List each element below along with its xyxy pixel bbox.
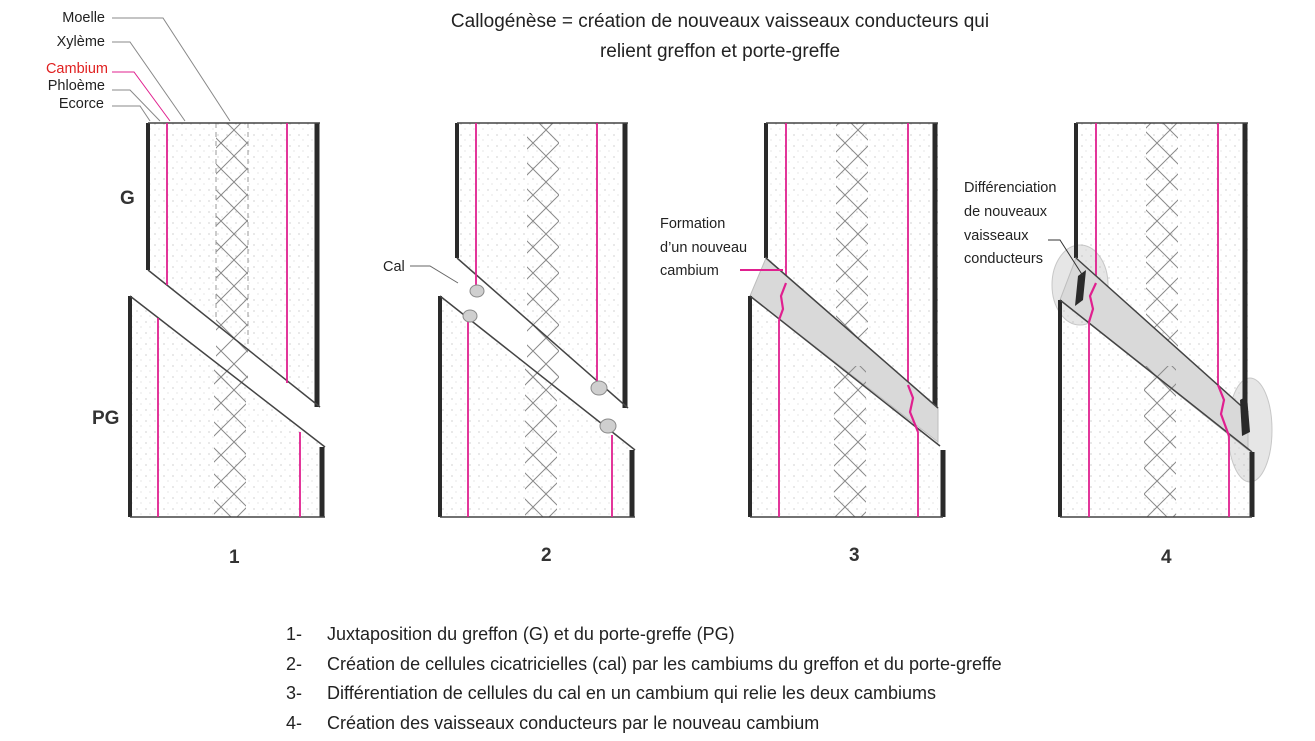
label-xyleme: Xylème — [56, 34, 105, 50]
legend-number: 3- — [286, 683, 303, 703]
label-diff-1: Différenciation — [964, 180, 1057, 196]
label-cambium: Cambium — [45, 61, 108, 77]
legend-text: Différentiation de cellules du cal en un… — [327, 683, 937, 703]
title-line-1: Callogénèse = création de nouveaux vaiss… — [450, 11, 990, 32]
legend-item: 1- Juxtaposition du greffon (G) et du po… — [286, 620, 1002, 650]
tissue-leader-lines — [112, 17, 231, 122]
stage-number-2: 2 — [541, 545, 552, 566]
rootstock — [128, 295, 326, 518]
stage-3-drawing — [740, 122, 946, 518]
label-diff-4: conducteurs — [964, 251, 1043, 267]
legend-item: 4- Création des vaisseaux conducteurs pa… — [286, 709, 1002, 739]
stage-number-1: 1 — [229, 547, 240, 568]
stage-2-drawing — [410, 122, 636, 518]
legend-number: 4- — [286, 712, 303, 733]
label-formation-3: cambium — [660, 263, 719, 279]
label-formation-2: d’un nouveau — [660, 240, 748, 256]
label-formation-1: Formation — [660, 216, 726, 232]
label-cal: Cal — [383, 259, 405, 275]
legend-text: Création des vaisseaux conducteurs par l… — [327, 712, 820, 733]
legend-number: 2- — [286, 653, 303, 674]
scion — [146, 122, 321, 408]
label-ecorce: Ecorce — [58, 96, 104, 112]
callus-blobs — [462, 284, 617, 434]
stage-number-3: 3 — [849, 545, 860, 566]
diff-leader-line — [1048, 239, 1084, 277]
legend-item: 3- Différentiation de cellules du cal en… — [286, 679, 1002, 709]
cal-leader-line — [410, 265, 459, 284]
stage-4-drawing — [1048, 122, 1273, 518]
legend-text: Juxtaposition du greffon (G) et du porte… — [327, 624, 735, 644]
stage-number-4: 4 — [1161, 547, 1172, 568]
legend-text: Création de cellules cicatricielles (cal… — [327, 653, 1002, 674]
stage-1-drawing — [112, 17, 326, 518]
new-vessels — [1075, 270, 1250, 436]
label-moelle: Moelle — [62, 10, 105, 26]
label-diff-2: de nouveaux — [964, 204, 1048, 220]
legend-item: 2- Création de cellules cicatricielles (… — [286, 650, 1002, 680]
legend-number: 1- — [286, 624, 303, 644]
label-diff-3: vaisseaux — [964, 228, 1029, 244]
new-cambium — [777, 282, 920, 433]
label-phloeme: Phloème — [47, 78, 105, 94]
label-porte-greffe: PG — [92, 408, 120, 429]
legend: 1- Juxtaposition du greffon (G) et du po… — [286, 620, 1002, 738]
label-greffon: G — [120, 188, 135, 209]
new-cambium-connected — [1087, 282, 1231, 437]
title-line-2: relient greffon et porte-greffe — [599, 41, 841, 62]
